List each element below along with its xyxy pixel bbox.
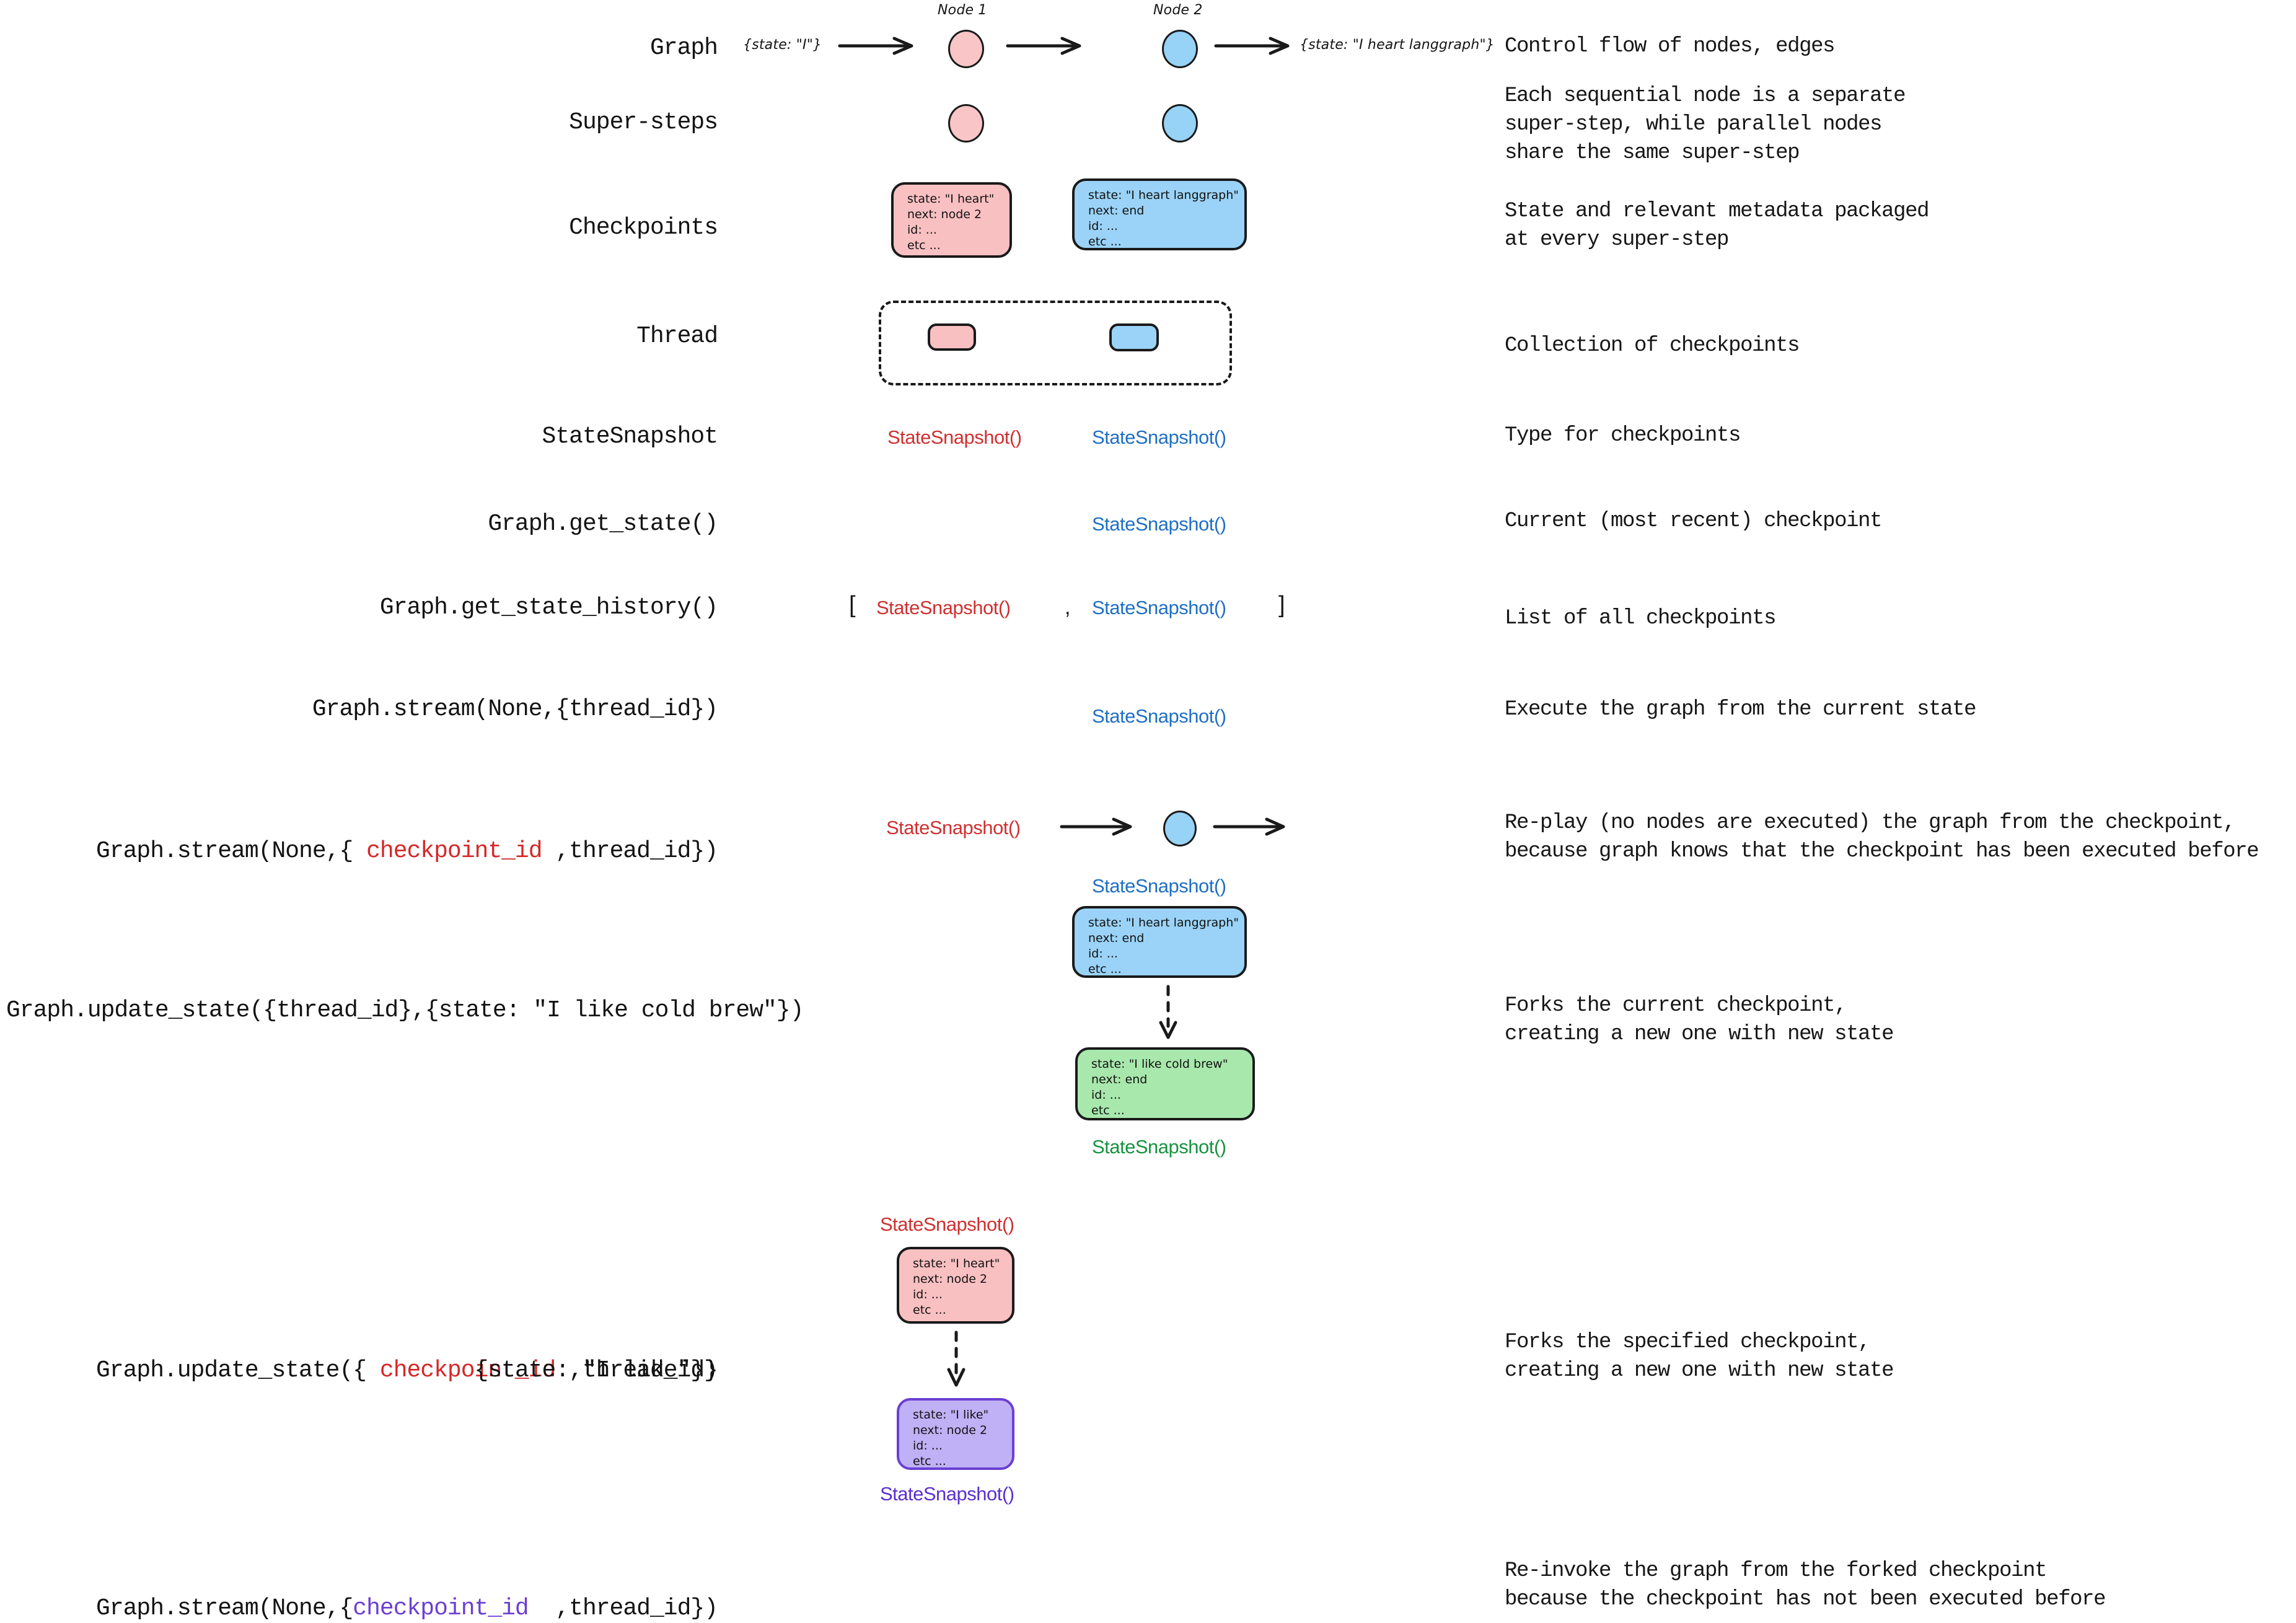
get-state-result-snapshot: StateSnapshot()	[1092, 513, 1226, 535]
graph-edge-3-arrow	[1214, 37, 1290, 55]
thread-checkpoint-chip-pink	[928, 323, 976, 351]
desc-update-state-thread: Forks the current checkpoint, creating a…	[1505, 994, 1894, 1046]
stream-checkpoint-prefix: Graph.stream(None,{	[96, 838, 367, 864]
desc-statesnapshot: Type for checkpoints	[1505, 424, 1741, 447]
replay-source-snapshot: StateSnapshot()	[886, 817, 1021, 838]
row-label-get-state-history: Graph.get_state_history()	[379, 594, 718, 621]
super-step-node-2	[1162, 104, 1198, 143]
history-snapshot-blue: StateSnapshot()	[1092, 597, 1226, 618]
node-2-label: Node 2	[1153, 2, 1203, 18]
row-label-statesnapshot: StateSnapshot	[542, 423, 718, 450]
replay-node	[1163, 811, 1197, 847]
desc-get-state: Current (most recent) checkpoint	[1505, 509, 1883, 533]
graph-edge-1-arrow	[838, 37, 913, 55]
update-state-suffix: ,thread_id}	[555, 1357, 718, 1384]
desc-stream-current: Execute the graph from the current state	[1505, 698, 1977, 721]
row-label-update-state-thread: Graph.update_state({thread_id},{state: "…	[6, 997, 804, 1024]
update-state-prefix: Graph.update_state({	[96, 1357, 380, 1384]
replay-result-snapshot: StateSnapshot()	[1092, 875, 1226, 897]
replay-arrow-2	[1213, 817, 1285, 836]
checkpoint-box-blue-text: state: "I heart langgraph" next: end id:…	[1088, 188, 1239, 249]
checkpoint-box-blue: state: "I heart langgraph" next: end id:…	[1072, 178, 1247, 250]
desc-get-state-history: List of all checkpoints	[1505, 607, 1776, 630]
desc-checkpoints: State and relevant metadata packaged at …	[1505, 200, 1930, 252]
specified-fork-source-box-pink-text: state: "I heart" next: node 2 id: ... et…	[913, 1257, 1000, 1317]
desc-stream-forked: Re-invoke the graph from the forked chec…	[1505, 1559, 2106, 1611]
fork-dashed-arrow-2	[947, 1331, 965, 1387]
row-label-stream-current: Graph.stream(None,{thread_id})	[312, 696, 718, 723]
checkpoint-id-token: checkpoint_id	[366, 838, 542, 864]
stream-forked-suffix: ,thread_id})	[528, 1595, 718, 1622]
graph-node-1	[948, 30, 984, 68]
fork-source-box-blue-text: state: "I heart langgraph" next: end id:…	[1088, 916, 1239, 976]
row-label-checkpoints: Checkpoints	[569, 214, 718, 241]
node-1-label: Node 1	[938, 2, 987, 18]
thread-container	[879, 301, 1232, 385]
statesnapshot-caption-red: StateSnapshot()	[887, 426, 1022, 448]
desc-thread: Collection of checkpoints	[1505, 334, 1800, 358]
desc-graph: Control flow of nodes, edges	[1505, 35, 1835, 58]
statesnapshot-caption-blue: StateSnapshot()	[1092, 426, 1226, 448]
fork-source-box-blue: state: "I heart langgraph" next: end id:…	[1072, 906, 1247, 978]
specified-fork-result-box-purple: state: "I like" next: node 2 id: ... etc…	[897, 1398, 1014, 1470]
specified-fork-source-box-pink: state: "I heart" next: node 2 id: ... et…	[897, 1247, 1014, 1324]
graph-output-state-label: {state: "I heart langgraph"}	[1300, 37, 1495, 53]
row-label-update-state-checkpoint: Graph.update_state({ checkpoint_id ,thre…	[0, 1328, 718, 1385]
specified-fork-source-snapshot: StateSnapshot()	[880, 1213, 1014, 1235]
thread-checkpoint-chip-blue	[1109, 323, 1159, 351]
checkpoint-id-token: checkpoint_id	[379, 1357, 556, 1384]
history-close-bracket: ]	[1278, 592, 1285, 618]
row-label-get-state: Graph.get_state()	[488, 511, 718, 537]
graph-input-state-label: {state: "I"}	[743, 37, 822, 53]
row-label-thread: Thread	[636, 323, 718, 350]
super-step-node-1	[948, 104, 984, 143]
fork-result-box-green-text: state: "I like cold brew" next: end id: …	[1091, 1057, 1228, 1117]
row-label-stream-forked: Graph.stream(None,{checkpoint_id ,thread…	[0, 1566, 718, 1623]
history-open-bracket: [	[849, 592, 856, 618]
graph-node-2	[1162, 30, 1198, 68]
history-comma: ,	[1065, 596, 1071, 619]
stream-forked-prefix: Graph.stream(None,{	[96, 1595, 353, 1622]
row-label-update-state-checkpoint-line2: {state: "I like"})	[474, 1357, 718, 1384]
row-label-super-steps: Super-steps	[569, 109, 718, 136]
row-label-stream-checkpoint: Graph.stream(None,{ checkpoint_id ,threa…	[0, 809, 718, 866]
checkpoint-box-pink-text: state: "I heart" next: node 2 id: ... et…	[907, 192, 995, 252]
desc-update-state-checkpoint: Forks the specified checkpoint, creating…	[1505, 1331, 1894, 1383]
fork-result-snapshot-green: StateSnapshot()	[1092, 1136, 1226, 1158]
history-snapshot-red: StateSnapshot()	[876, 597, 1011, 618]
fork-result-box-green: state: "I like cold brew" next: end id: …	[1075, 1047, 1255, 1120]
replay-arrow-1	[1060, 817, 1132, 836]
checkpoint-id-token: checkpoint_id	[353, 1595, 529, 1622]
specified-fork-result-box-purple-text: state: "I like" next: node 2 id: ... etc…	[913, 1408, 989, 1468]
stream-current-result-snapshot: StateSnapshot()	[1092, 705, 1226, 727]
fork-dashed-arrow-1	[1159, 985, 1177, 1039]
desc-stream-checkpoint: Re-play (no nodes are executed) the grap…	[1505, 811, 2259, 863]
graph-edge-2-arrow	[1006, 37, 1081, 55]
checkpoint-box-pink: state: "I heart" next: node 2 id: ... et…	[891, 182, 1012, 258]
stream-checkpoint-suffix: ,thread_id})	[542, 838, 718, 864]
desc-super-steps: Each sequential node is a separate super…	[1505, 84, 1906, 165]
specified-fork-result-snapshot-purple: StateSnapshot()	[880, 1483, 1014, 1505]
row-label-graph: Graph	[649, 35, 718, 61]
